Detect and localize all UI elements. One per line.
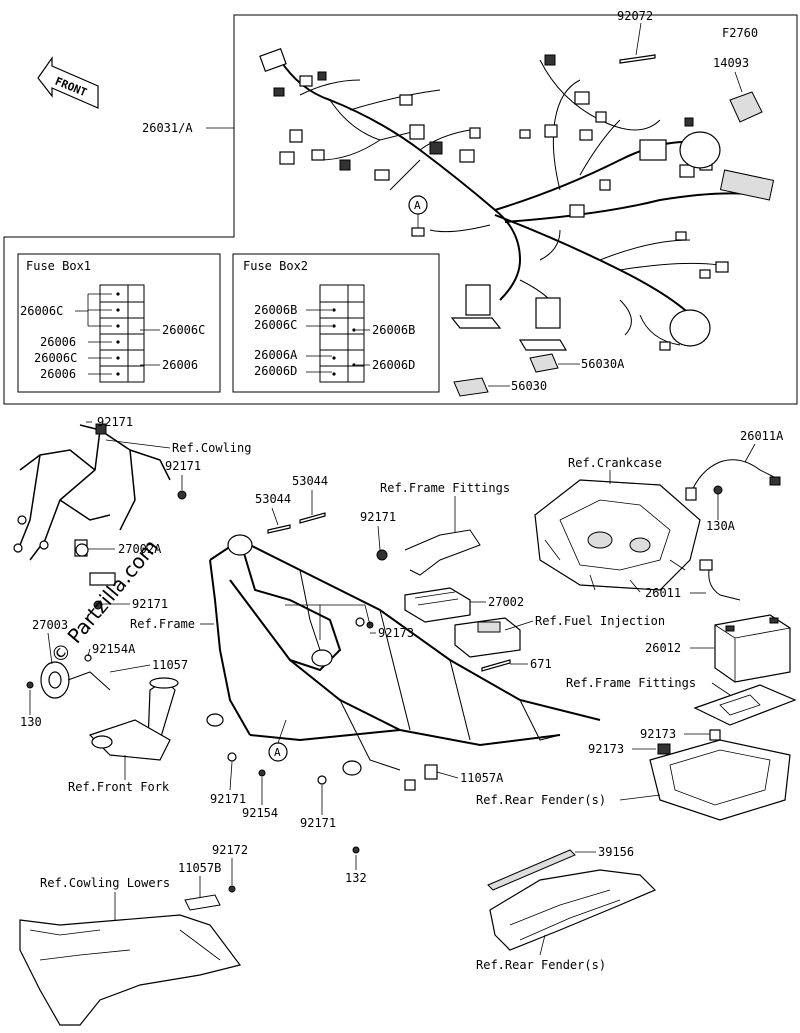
fuse-box-2-label-1: 26006C [254, 318, 297, 332]
part-53044-b[interactable]: 53044 [292, 474, 328, 488]
ref-rear-fender-1[interactable]: Ref.Rear Fender(s) [476, 793, 606, 807]
ref-frame[interactable]: Ref.Frame [130, 617, 195, 631]
motorcycle-frame [206, 534, 601, 776]
part-56030A[interactable]: 56030A [581, 357, 625, 371]
fuse-box-1-label-0: 26006C [20, 304, 63, 318]
part-27002A[interactable]: 27002A [118, 542, 162, 556]
fuse-box-1-label-4: 26006C [162, 323, 205, 337]
part-27003[interactable]: 27003 [32, 618, 68, 632]
cable-tie-53044-b [299, 512, 326, 524]
fuse-box-2: Fuse Box2 26006B 26006C 26006A 26006D 26… [232, 253, 440, 393]
harness-panel-border [3, 14, 798, 405]
fuse-box-2-label-2: 26006A [254, 348, 298, 362]
part-92154[interactable]: 92154 [242, 806, 278, 820]
part-92171-d[interactable]: 92171 [132, 597, 168, 611]
fuse-box-1-label-1: 26006 [40, 335, 76, 349]
part-671[interactable]: 671 [530, 657, 552, 671]
fuse-box-1-label-5: 26006 [162, 358, 198, 372]
callout-a-harness-letter: A [414, 199, 421, 212]
part-92171-a[interactable]: 92171 [97, 415, 133, 429]
ref-fuel-injection[interactable]: Ref.Fuel Injection [535, 614, 665, 628]
label-sheet-56030A [529, 353, 559, 373]
part-53044-a[interactable]: 53044 [255, 492, 291, 506]
cable-tie-671 [481, 659, 511, 672]
battery [714, 614, 791, 683]
part-92171-c[interactable]: 92171 [360, 510, 396, 524]
rear-fender-lower [487, 849, 657, 951]
part-27002[interactable]: 27002 [488, 595, 524, 609]
part-14093[interactable]: 14093 [713, 56, 749, 70]
fuse-box-2-label-0: 26006B [254, 303, 297, 317]
horn-assembly [26, 654, 111, 699]
connector-cap-part [729, 91, 763, 123]
part-92171-e[interactable]: 92171 [210, 792, 246, 806]
cable-tie-part [619, 54, 656, 64]
ref-cowling-lowers[interactable]: Ref.Cowling Lowers [40, 876, 170, 890]
fuse-box-1-title: Fuse Box1 [26, 259, 91, 273]
part-56030[interactable]: 56030 [511, 379, 547, 393]
fuse-box-2-label-5: 26006D [372, 358, 415, 372]
ref-rear-fender-2[interactable]: Ref.Rear Fender(s) [476, 958, 606, 972]
part-92173-a[interactable]: 92173 [378, 626, 414, 640]
front-direction-arrow: FRONT [37, 56, 99, 109]
battery-cable-26011 [708, 564, 741, 601]
part-11057[interactable]: 11057 [152, 658, 188, 672]
part-11057B[interactable]: 11057B [178, 861, 221, 875]
rear-tray-assembly [649, 684, 797, 821]
ref-frame-fittings-2[interactable]: Ref.Frame Fittings [566, 676, 696, 690]
part-92173-b[interactable]: 92173 [640, 727, 676, 741]
label-sheet-56030 [453, 377, 489, 397]
part-132[interactable]: 132 [345, 871, 367, 885]
fuse-box-1-label-2: 26006C [34, 351, 77, 365]
part-26012[interactable]: 26012 [645, 641, 681, 655]
diagram-code: F2760 [722, 26, 758, 40]
ref-cowling[interactable]: Ref.Cowling [172, 441, 251, 455]
frame-fitting-bracket [404, 529, 481, 576]
fuse-box-2-title: Fuse Box2 [243, 259, 308, 273]
crankcase [534, 479, 701, 593]
part-130[interactable]: 130 [20, 715, 42, 729]
part-92171-b[interactable]: 92171 [165, 459, 201, 473]
part-39156[interactable]: 39156 [598, 845, 634, 859]
part-92171-f[interactable]: 92171 [300, 816, 336, 830]
part-92072[interactable]: 92072 [617, 9, 653, 23]
fuse-box-1-label-3: 26006 [40, 367, 76, 381]
part-26031A[interactable]: 26031/A [142, 121, 193, 135]
cowling-lower [19, 885, 242, 1026]
sensor-harness-26011A [689, 459, 781, 496]
callout-a-frame-letter: A [274, 746, 281, 759]
part-11057A[interactable]: 11057A [460, 771, 504, 785]
fuse-box-2-label-4: 26006B [372, 323, 415, 337]
part-92172[interactable]: 92172 [212, 843, 248, 857]
fuse-box-1: Fuse Box1 26006C 26006 26006C 26006 2600… [17, 253, 221, 393]
ref-frame-fittings-1[interactable]: Ref.Frame Fittings [380, 481, 510, 495]
ecu-unit [404, 587, 521, 658]
fuse-box-2-label-3: 26006D [254, 364, 297, 378]
ref-front-fork[interactable]: Ref.Front Fork [68, 780, 170, 794]
part-92173-c[interactable]: 92173 [588, 742, 624, 756]
steering-stem [88, 677, 179, 761]
part-92154A[interactable]: 92154A [92, 642, 136, 656]
cable-tie-53044-a [267, 524, 291, 534]
main-wiring-harness [259, 47, 775, 351]
ref-crankcase[interactable]: Ref.Crankcase [568, 456, 662, 470]
part-26011A[interactable]: 26011A [740, 429, 784, 443]
part-130A[interactable]: 130A [706, 519, 736, 533]
part-26011[interactable]: 26011 [645, 586, 681, 600]
